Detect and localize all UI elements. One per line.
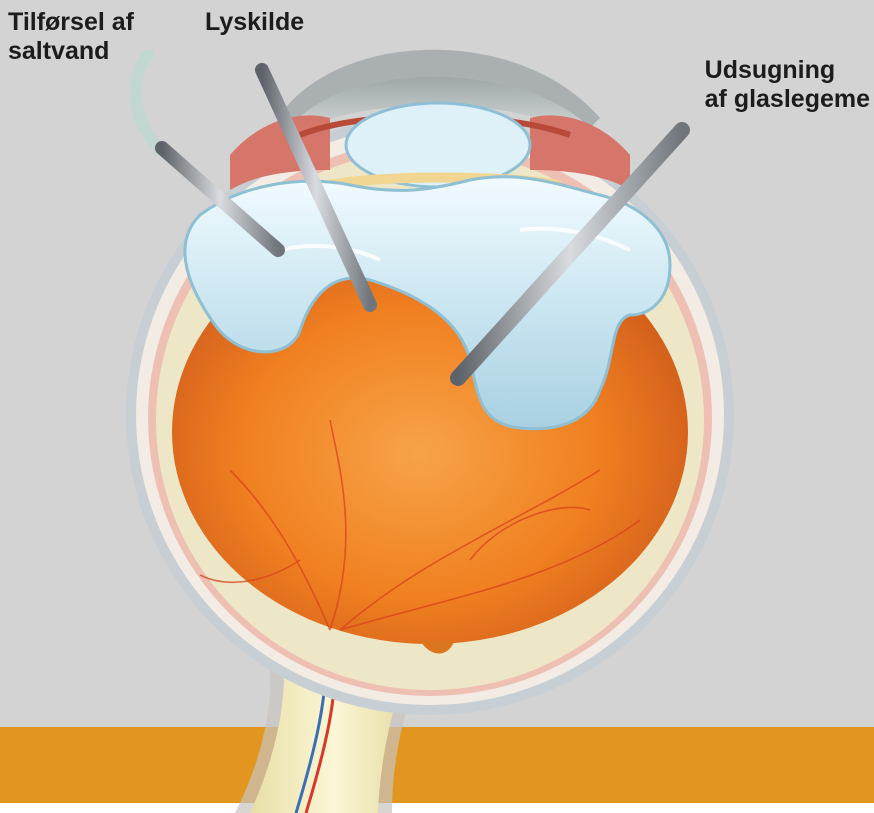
label-light-source: Lyskilde [205, 8, 304, 37]
label-vitreous-suction: Udsugning af glaslegeme [705, 56, 870, 114]
bottom-band [0, 727, 874, 803]
label-saline-infusion: Tilførsel af saltvand [8, 8, 134, 66]
bottom-strip [0, 803, 874, 813]
